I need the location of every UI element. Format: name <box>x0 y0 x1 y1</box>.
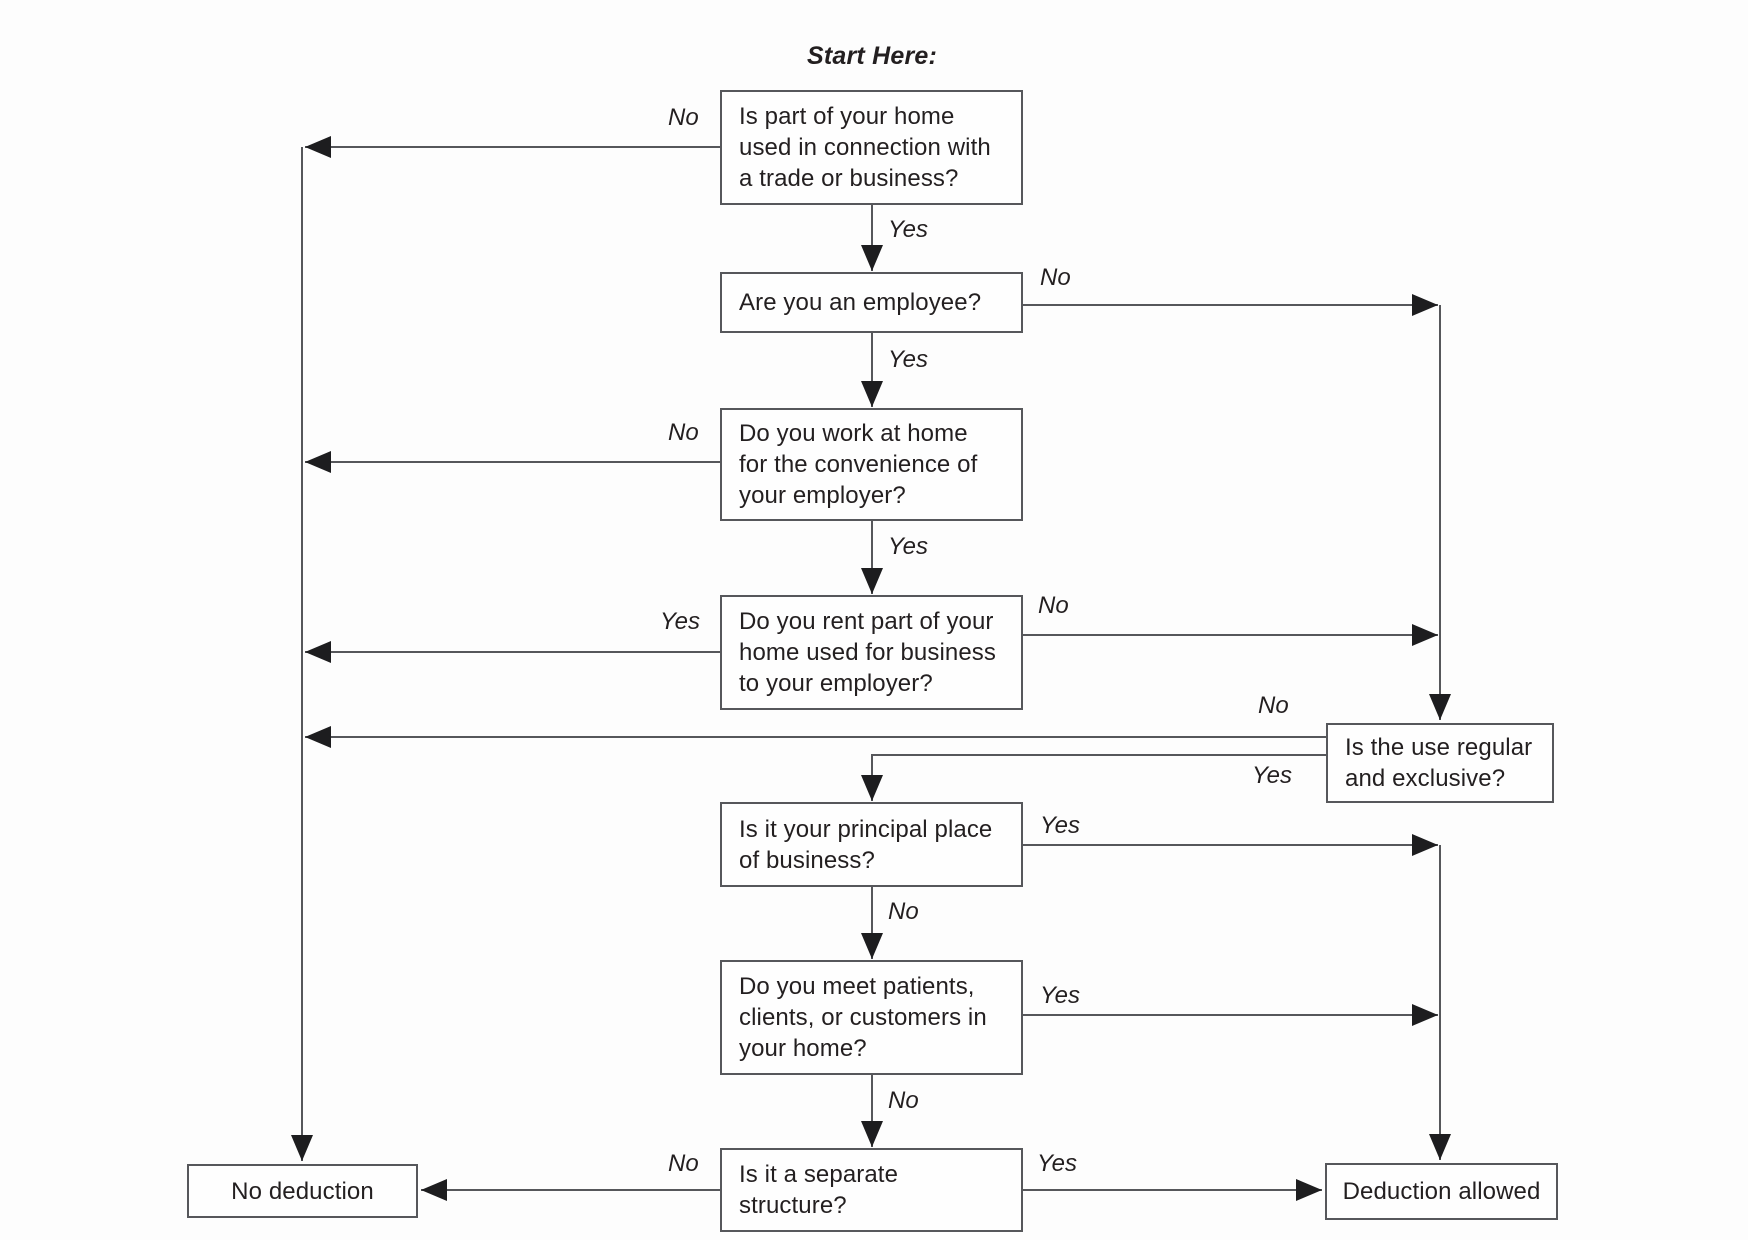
node-rent-to-employer: Do you rent part of your home used for b… <box>720 595 1023 710</box>
start-here-title: Start Here: <box>806 42 938 70</box>
edge-label-employee-yes: Yes <box>888 346 929 373</box>
node-are-you-employee: Are you an employee? <box>720 272 1023 333</box>
node-rent-to-employer-text: Do you rent part of your home used for b… <box>739 608 997 697</box>
node-separate-structure-text: Is it a separate structure? <box>739 1161 899 1219</box>
edge-label-employee-no: No <box>1040 264 1071 291</box>
edge-label-convenience-no: No <box>668 419 699 446</box>
edge-label-rent-no: No <box>1038 592 1069 619</box>
edge-label-patients-no: No <box>888 1087 919 1114</box>
node-no-deduction-text: No deduction <box>231 1177 374 1205</box>
node-trade-or-business-text: Is part of your home used in connection … <box>739 103 991 192</box>
node-meet-patients-text: Do you meet patients, clients, or custom… <box>739 973 987 1062</box>
node-deduction-allowed: Deduction allowed <box>1325 1163 1558 1220</box>
node-principal-place-text: Is it your principal place of business? <box>739 815 993 874</box>
edge-label-separate-no: No <box>668 1150 699 1177</box>
node-meet-patients: Do you meet patients, clients, or custom… <box>720 960 1023 1075</box>
node-trade-or-business: Is part of your home used in connection … <box>720 90 1023 205</box>
edge-label-convenience-yes: Yes <box>888 533 929 560</box>
node-convenience-of-employer: Do you work at home for the convenience … <box>720 408 1023 521</box>
node-convenience-of-employer-text: Do you work at home for the convenience … <box>739 420 978 509</box>
node-no-deduction: No deduction <box>187 1164 418 1218</box>
edge-label-rent-yes: Yes <box>660 608 701 635</box>
node-principal-place: Is it your principal place of business? <box>720 802 1023 887</box>
edge-label-principal-yes: Yes <box>1040 812 1081 839</box>
edge-label-separate-yes: Yes <box>1037 1150 1078 1177</box>
node-deduction-allowed-text: Deduction allowed <box>1342 1178 1541 1205</box>
node-regular-and-exclusive: Is the use regular and exclusive? <box>1326 723 1554 803</box>
node-regular-and-exclusive-text: Is the use regular and exclusive? <box>1345 734 1533 792</box>
edge-label-regular-no: No <box>1258 692 1289 719</box>
edge-label-patients-yes: Yes <box>1040 982 1081 1009</box>
edge-label-regular-yes: Yes <box>1252 762 1293 789</box>
edge-label-principal-no: No <box>888 898 919 925</box>
edge-label-trade-yes: Yes <box>888 216 929 243</box>
edge-label-trade-no: No <box>668 104 699 131</box>
node-are-you-employee-text: Are you an employee? <box>739 289 982 316</box>
node-separate-structure: Is it a separate structure? <box>720 1148 1023 1232</box>
edge-regular-yes-line <box>861 754 1326 801</box>
